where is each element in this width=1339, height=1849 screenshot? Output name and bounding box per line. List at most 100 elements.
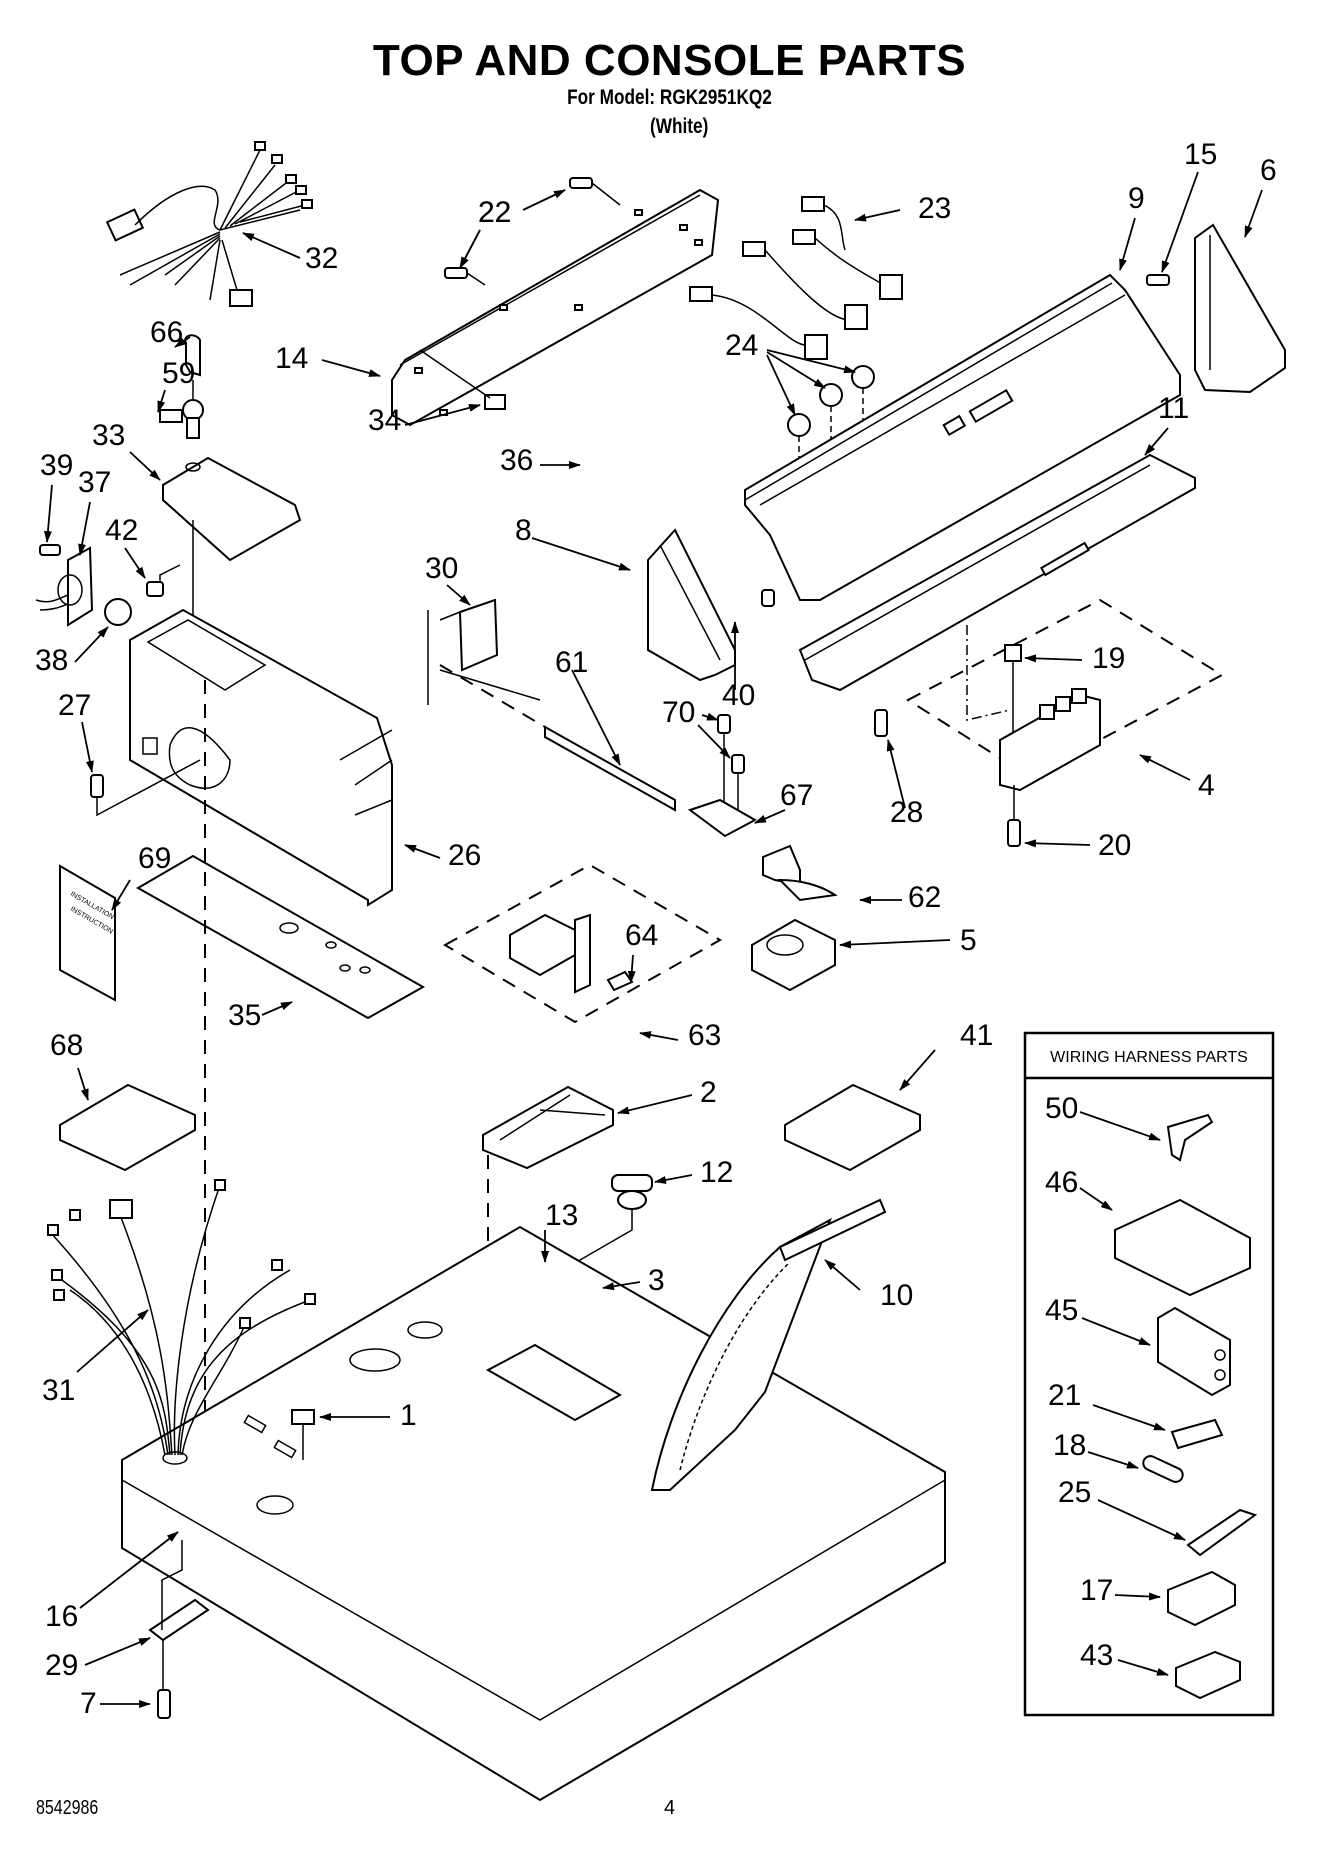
callout-number: 6 [1260,154,1277,187]
leader-arrow [639,1031,679,1041]
callout-22: 22 [459,196,511,269]
part-console-panel [744,273,1181,601]
callout-3: 3 [602,1264,665,1297]
leader-arrow [899,1049,936,1091]
callout-number: 16 [45,1600,78,1633]
leader-arrow [697,724,731,759]
inset-part-43 [1175,1650,1241,1700]
callout-19: 19 [1024,642,1125,675]
leader-arrow [854,209,901,222]
callout-39: 39 [40,449,73,543]
callout-number: 4 [1198,769,1215,802]
callout-number: 39 [40,449,73,482]
callout-10: 10 [824,1259,913,1312]
part-switch-assembly-4 [905,598,1225,792]
inset-part-21 [1170,1418,1224,1450]
part-lock-assembly-63 [442,863,723,1024]
callout-number: 15 [1184,138,1217,171]
leader-arrow [1081,1317,1151,1346]
callout-number: 8 [515,514,532,547]
leader-arrow [602,1281,641,1291]
callout-67: 67 [754,779,813,824]
callout-14: 14 [275,342,381,377]
part-pad-68 [59,1083,196,1172]
document-number: 8542986 [36,1797,99,1819]
leader-arrow [824,1259,861,1291]
callout-16: 16 [45,1531,179,1633]
inset-part-18 [1142,1455,1184,1483]
part-nut-42 [146,581,164,597]
callout-34: 34 [368,403,481,437]
leader-arrow [766,351,826,389]
part-top-panel-16 [121,1225,946,1802]
callout-number: 25 [1058,1476,1091,1509]
callout-number: 22 [478,196,511,229]
leader-arrow [531,537,631,571]
part-gasket-35 [135,854,426,1020]
callout-23: 23 [854,192,951,225]
part-clip-34 [419,349,506,410]
callout-number: 23 [918,192,951,225]
callout-number: 69 [138,842,171,875]
callout-7: 7 [80,1687,151,1720]
callout-number: 68 [50,1029,83,1062]
callout-9: 9 [1119,182,1145,271]
part-screw-27 [90,759,201,817]
leader-arrow [242,232,301,259]
leader-arrow [1087,1451,1139,1469]
callout-64: 64 [625,919,658,983]
leader-arrow [261,1001,293,1016]
inset-callout-50: 50 [1045,1092,1161,1141]
callout-40: 40 [722,621,755,712]
leader-arrow [754,809,786,824]
callout-69: 69 [111,842,171,911]
leader-arrow [522,189,566,211]
callout-number: 14 [275,342,308,375]
leader-arrow [404,403,481,426]
part-key-lock [159,334,204,439]
callout-22: 22 [459,189,566,269]
callout-number: 32 [305,242,338,275]
callout-number: 63 [688,1019,721,1052]
callout-38: 38 [35,626,109,677]
leader-arrow [839,939,951,949]
callout-number: 38 [35,644,68,677]
part-screws-22 [444,177,621,286]
callout-number: 12 [700,1156,733,1189]
inset-callout-46: 46 [1045,1166,1113,1211]
callout-15: 15 [1161,138,1217,273]
leader-arrow [446,584,471,606]
part-pad-41 [784,1083,921,1172]
leader-arrow [571,669,621,766]
leader-arrow [1079,1187,1113,1211]
leader-arrow [157,389,166,413]
callout-number: 9 [1128,182,1145,215]
leader-arrow [78,501,91,556]
part-bracket-29 [148,1540,210,1642]
part-clip-1 [291,1409,315,1460]
callout-61: 61 [555,646,621,766]
inset-part-45 [1157,1306,1231,1397]
leader-arrow [74,626,109,663]
part-label-30 [427,598,541,705]
leader-arrow [81,721,94,773]
part-switch-harness [689,196,903,360]
callout-28: 28 [886,739,923,829]
callout-37: 37 [78,466,111,556]
callout-number: 19 [1092,642,1125,675]
callout-32: 32 [242,232,338,275]
leader-arrow [1024,654,1083,663]
callout-number: 28 [890,796,923,829]
color-note: (White) [650,115,709,138]
leader-arrow [129,451,161,481]
part-end-cap-left [647,528,736,682]
callout-41: 41 [899,1019,993,1091]
wiring-harness-parts-title: WIRING HARNESS PARTS [1050,1049,1248,1066]
part-receptacle-5 [751,918,836,992]
callout-number: 33 [92,419,125,452]
callout-number: 35 [228,999,261,1032]
callout-number: 67 [780,779,813,812]
callout-63: 63 [639,1019,721,1052]
leader-arrow [43,484,53,543]
